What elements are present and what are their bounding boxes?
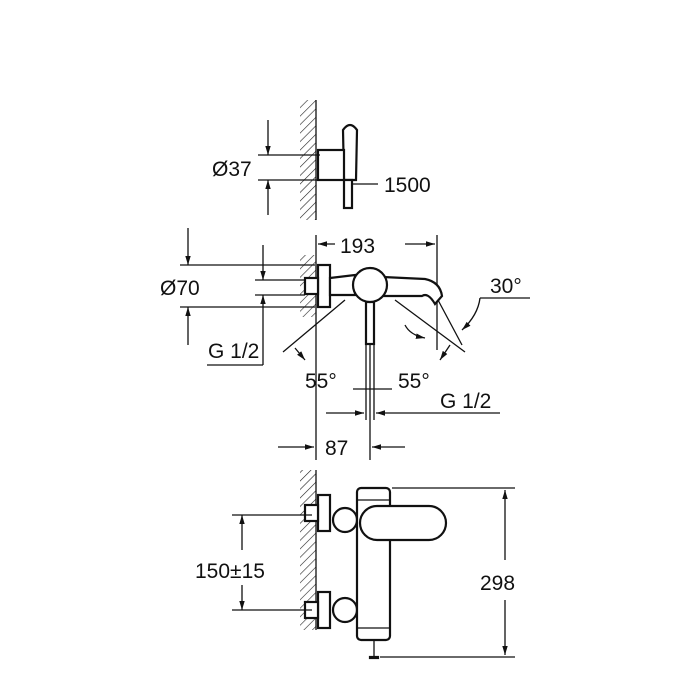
- hand-shower-view: Ø37 1500: [212, 100, 431, 220]
- flange-diameter-label: Ø70: [160, 277, 200, 300]
- lever-handle: [358, 504, 448, 542]
- hose-length-label: 1500: [384, 174, 431, 197]
- upper-connector: [331, 506, 359, 534]
- front-view: 150±15 298: [195, 470, 515, 660]
- height-label: 298: [480, 572, 515, 595]
- lever-angle-left-label: 55°: [305, 370, 337, 393]
- plan-view: 193 Ø70 G 1/2 30° 55° 55° G 1/2: [160, 228, 530, 460]
- lower-flange: [316, 590, 332, 630]
- outlet-pipe: [364, 300, 376, 346]
- holder-diameter-label: Ø37: [212, 158, 252, 181]
- connector: [328, 273, 357, 297]
- inlet-spacing-label: 150±15: [195, 560, 265, 583]
- spout-length-label: 193: [340, 235, 375, 258]
- hand-shower: [341, 123, 359, 182]
- hose-connector: [342, 178, 354, 210]
- shower-holder: [316, 148, 346, 182]
- mixer-body: [351, 266, 389, 304]
- inlet-thread-left-label: G 1/2: [208, 340, 259, 363]
- inlet-nut: [303, 276, 320, 296]
- lower-connector: [331, 596, 359, 624]
- upper-flange: [316, 493, 332, 533]
- spout: [381, 275, 444, 306]
- spout-angle-label: 30°: [490, 275, 522, 298]
- outlet-thread-label: G 1/2: [440, 390, 491, 413]
- wall-hatch: [300, 100, 316, 220]
- outlet-offset-label: 87: [325, 437, 348, 460]
- lever-angle-right-label: 55°: [398, 370, 430, 393]
- wall-flange: [316, 263, 332, 309]
